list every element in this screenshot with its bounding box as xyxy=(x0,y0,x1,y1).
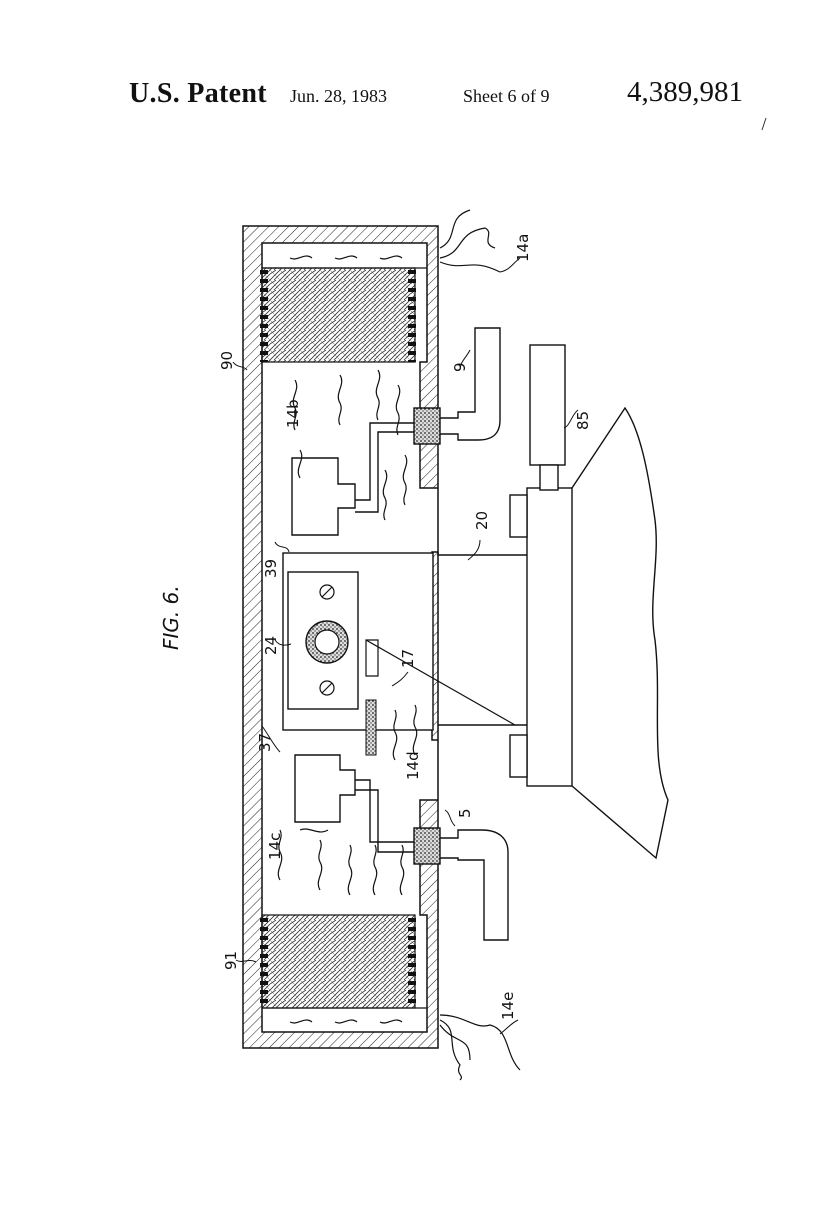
ref-14a: 14a xyxy=(514,234,532,262)
ref-14d: 14d xyxy=(404,751,422,780)
filter-top xyxy=(260,267,416,363)
sheet-number: Sheet 6 of 9 xyxy=(463,86,550,106)
patent-header: U.S. Patent Jun. 28, 1983 Sheet 6 of 9 4… xyxy=(0,0,834,140)
figure-title: FIG. 6. xyxy=(159,585,183,650)
ref-85: 85 xyxy=(574,411,592,430)
ref-20: 20 xyxy=(473,511,491,530)
connector-block-39 xyxy=(291,457,356,536)
wedge-17 xyxy=(365,639,379,677)
ref-14e: 14e xyxy=(499,992,517,1020)
patent-office-label: U.S. Patent xyxy=(129,78,267,109)
leader-lines xyxy=(232,257,579,1035)
airflow-arrows xyxy=(277,209,521,1081)
bracket-85 xyxy=(529,344,566,491)
ref-14c: 14c xyxy=(266,833,284,860)
ref-39: 39 xyxy=(262,559,280,578)
ref-17: 17 xyxy=(399,649,417,668)
ref-9: 9 xyxy=(451,362,469,372)
pipe-9 xyxy=(355,327,501,513)
ref-91: 91 xyxy=(222,951,240,970)
stray-mark xyxy=(761,117,767,131)
motor-mount-20 xyxy=(437,406,669,860)
ref-14b: 14b xyxy=(284,399,302,428)
ref-37: 37 xyxy=(256,733,274,752)
ref-24: 24 xyxy=(262,636,280,655)
ref-5: 5 xyxy=(456,808,474,818)
patent-date: Jun. 28, 1983 xyxy=(290,86,388,106)
pipe-5 xyxy=(355,779,509,941)
connector-block-37 xyxy=(294,754,356,823)
filter-bottom xyxy=(260,914,416,1009)
ref-90: 90 xyxy=(218,351,236,370)
patent-number: 4,389,981 xyxy=(627,76,743,108)
